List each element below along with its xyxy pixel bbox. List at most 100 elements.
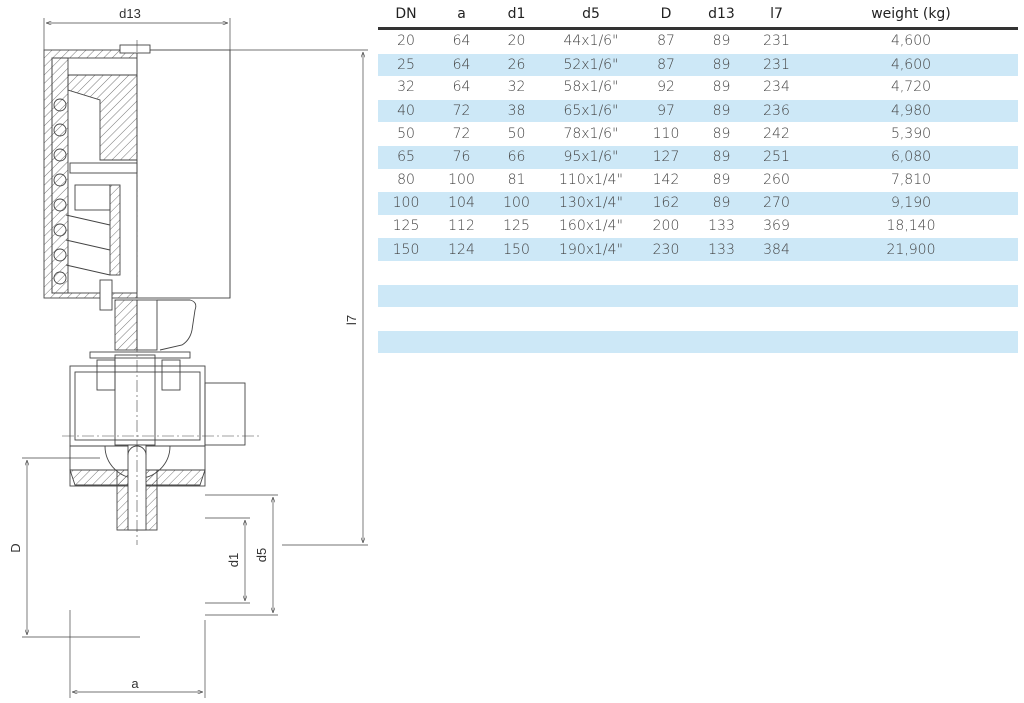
header-l7: l7: [749, 0, 804, 30]
cell-D: 92: [638, 76, 694, 100]
cell-weight: [804, 260, 1018, 285]
cell-D: 200: [638, 214, 694, 239]
cell-d13: [694, 307, 749, 331]
cell-a: 100: [434, 168, 489, 193]
cell-d13: 89: [694, 99, 749, 123]
cell-d1: 150: [489, 237, 544, 261]
dim-label-d5: d5: [254, 548, 269, 562]
cell-D: 230: [638, 237, 694, 261]
cell-d5: 78x1/6": [544, 122, 638, 146]
cell-weight: [804, 330, 1018, 354]
cell-d1: 100: [489, 191, 544, 215]
cell-l7: 260: [749, 168, 804, 193]
cell-l7: [749, 284, 804, 308]
dim-label-d13: d13: [119, 6, 141, 21]
cell-D: 142: [638, 168, 694, 193]
cell-dn: [378, 330, 434, 354]
dim-label-D: D: [8, 543, 23, 552]
cell-a: 112: [434, 214, 489, 239]
cell-weight: 9,190: [804, 191, 1018, 215]
cell-D: 97: [638, 99, 694, 123]
cell-weight: 21,900: [804, 237, 1018, 261]
cell-weight: 4,720: [804, 76, 1018, 100]
cell-d5: 190x1/4": [544, 237, 638, 261]
cell-d5: 130x1/4": [544, 191, 638, 215]
cell-weight: 18,140: [804, 214, 1018, 239]
table-row: [378, 284, 1018, 308]
cell-l7: [749, 260, 804, 285]
table-row: [378, 260, 1018, 285]
cell-l7: 251: [749, 145, 804, 169]
cell-d1: 50: [489, 122, 544, 146]
header-dn: DN: [378, 0, 434, 30]
cell-d1: [489, 260, 544, 285]
cell-weight: 4,980: [804, 99, 1018, 123]
cell-d5: 160x1/4": [544, 214, 638, 239]
cell-dn: 50: [378, 122, 434, 146]
cell-d1: [489, 330, 544, 354]
cell-d5: 110x1/4": [544, 168, 638, 193]
header-d5: d5: [544, 0, 638, 30]
table-row: [378, 330, 1018, 354]
cell-l7: 231: [749, 53, 804, 77]
cell-d5: 52x1/6": [544, 53, 638, 77]
cell-dn: 20: [378, 28, 434, 54]
cell-a: 124: [434, 237, 489, 261]
cell-d13: 133: [694, 237, 749, 261]
dimension-lines: [22, 18, 368, 698]
cell-d5: [544, 260, 638, 285]
cell-a: [434, 330, 489, 354]
dim-label-d1: d1: [226, 553, 241, 567]
cell-a: 64: [434, 28, 489, 54]
cell-dn: 32: [378, 76, 434, 100]
cell-d1: [489, 307, 544, 331]
cell-weight: 5,390: [804, 122, 1018, 146]
cell-d13: [694, 284, 749, 308]
cell-a: 76: [434, 145, 489, 169]
cell-d13: 89: [694, 76, 749, 100]
cell-dn: [378, 284, 434, 308]
cell-d1: 81: [489, 168, 544, 193]
cell-D: 110: [638, 122, 694, 146]
cell-a: 64: [434, 53, 489, 77]
bracket: [89, 279, 197, 391]
cell-D: [638, 330, 694, 354]
cell-d1: 66: [489, 145, 544, 169]
cell-a: 104: [434, 191, 489, 215]
header-d1: d1: [489, 0, 544, 30]
cell-d13: 89: [694, 122, 749, 146]
cell-d13: 133: [694, 214, 749, 239]
header-a: a: [434, 0, 489, 30]
cell-l7: [749, 330, 804, 354]
cell-a: [434, 307, 489, 331]
cell-d5: [544, 330, 638, 354]
cell-dn: 150: [378, 237, 434, 261]
cell-d5: 58x1/6": [544, 76, 638, 100]
cell-D: 162: [638, 191, 694, 215]
cell-d1: 125: [489, 214, 544, 239]
valve-technical-drawing: d13 l7 D d1 d5 a: [8, 6, 368, 698]
cell-dn: 40: [378, 99, 434, 123]
cell-d1: [489, 284, 544, 308]
cell-dn: [378, 307, 434, 331]
table-header-row: DN a d1 d5 D d13 l7 weight (kg): [378, 0, 1018, 30]
header-D: D: [638, 0, 694, 30]
cell-weight: 4,600: [804, 28, 1018, 54]
cell-l7: 236: [749, 99, 804, 123]
cell-D: [638, 260, 694, 285]
table-row: [378, 307, 1018, 331]
cell-dn: 80: [378, 168, 434, 193]
cell-weight: 7,810: [804, 168, 1018, 193]
cell-a: [434, 260, 489, 285]
cell-d13: 89: [694, 168, 749, 193]
cell-l7: 231: [749, 28, 804, 54]
